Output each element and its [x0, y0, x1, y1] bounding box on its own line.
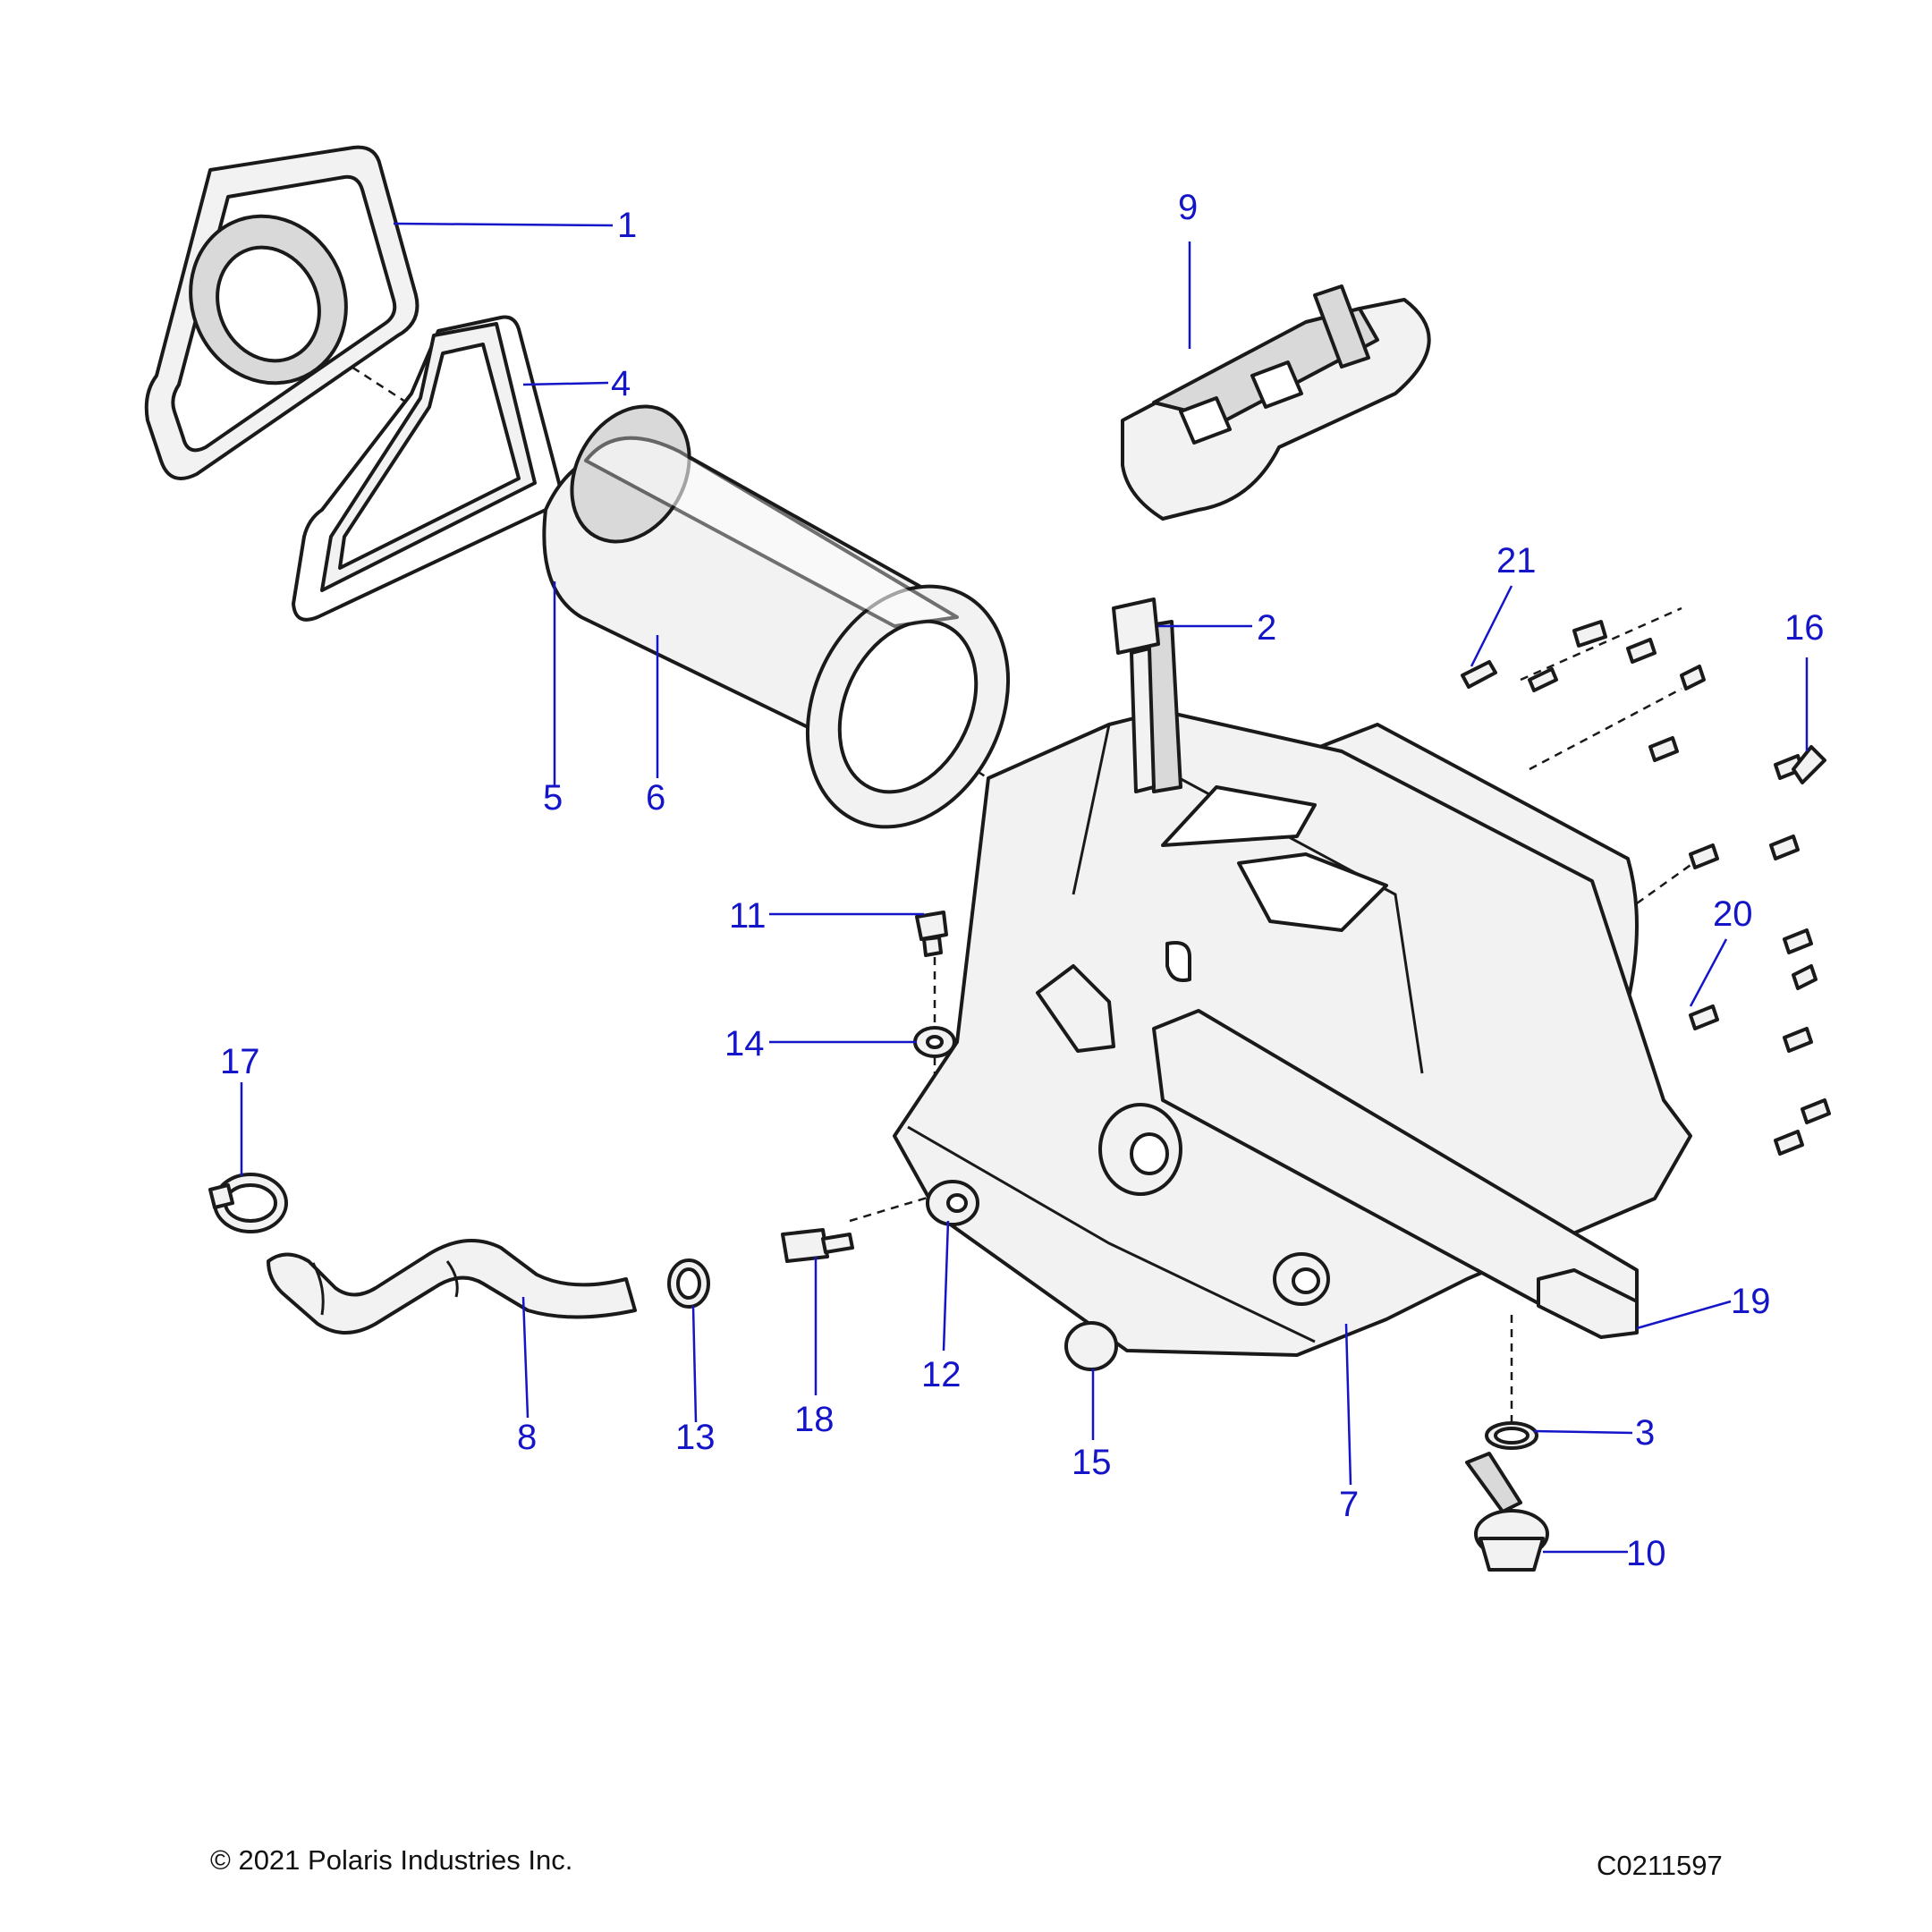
callout-18: 18 — [794, 1400, 835, 1439]
screws — [1461, 620, 1831, 1156]
part-7-airbox — [893, 620, 1692, 1357]
leader-lines — [240, 222, 1809, 1554]
callout-labels: 1 2 3 4 5 6 7 8 9 10 11 12 13 14 15 16 1… — [220, 188, 1825, 1573]
part-5-6-air-filter — [542, 404, 1011, 829]
callout-2: 2 — [1257, 608, 1276, 648]
callout-9: 9 — [1178, 188, 1198, 227]
copyright-text: © 2021 Polaris Industries Inc. — [210, 1844, 573, 1876]
part-4-gasket — [292, 315, 562, 622]
callout-1: 1 — [617, 206, 637, 245]
callout-6: 6 — [646, 778, 665, 818]
callout-20: 20 — [1713, 894, 1753, 934]
part-17-clamp — [208, 1173, 288, 1233]
callout-14: 14 — [724, 1024, 765, 1063]
part-10-drain-valve — [1465, 1452, 1549, 1572]
callout-4: 4 — [611, 364, 631, 403]
part-18-sensor — [781, 1228, 854, 1263]
diagram-code: C0211597 — [1597, 1850, 1723, 1881]
part-9-bracket — [1121, 284, 1431, 521]
callout-12: 12 — [921, 1355, 962, 1394]
part-1-intake-boot — [144, 145, 419, 480]
part-15-plug — [1064, 1321, 1118, 1371]
part-19-bracket — [1537, 1268, 1639, 1339]
callout-17: 17 — [220, 1042, 260, 1081]
part-12-grommet — [926, 1180, 979, 1226]
part-8-hose — [267, 1239, 637, 1335]
callout-19: 19 — [1731, 1282, 1771, 1321]
callout-7: 7 — [1339, 1485, 1359, 1524]
callout-11: 11 — [729, 896, 767, 936]
callout-13: 13 — [675, 1418, 716, 1457]
part-3-o-ring — [1485, 1421, 1538, 1450]
part-2-strap — [1112, 597, 1160, 793]
callout-16: 16 — [1784, 608, 1825, 648]
callout-8: 8 — [517, 1418, 537, 1457]
callout-10: 10 — [1626, 1534, 1666, 1573]
callout-3: 3 — [1635, 1413, 1655, 1453]
part-14-washer — [913, 1026, 956, 1058]
part-13-clamp — [667, 1258, 710, 1309]
callout-5: 5 — [543, 778, 563, 818]
callout-15: 15 — [1072, 1443, 1112, 1482]
callout-21: 21 — [1496, 541, 1537, 580]
part-11-bolt — [915, 911, 948, 957]
